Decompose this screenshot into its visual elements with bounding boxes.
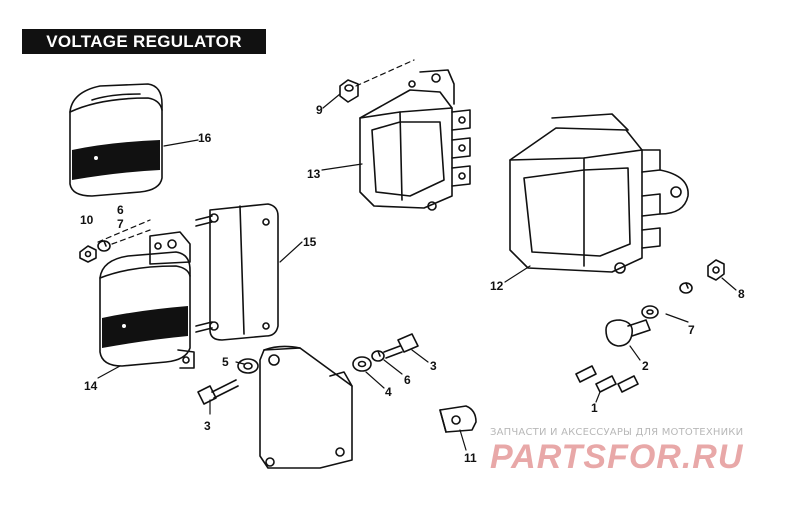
part-6-lockwasher-center [371, 350, 385, 362]
part-10-nut [79, 245, 97, 263]
callout-5: 5 [222, 355, 229, 369]
part-6-washer-right [641, 305, 659, 319]
part-9-nut [339, 79, 359, 103]
part-5-washer [237, 358, 259, 374]
leader-lines [97, 93, 737, 451]
part-8-nut [707, 259, 725, 281]
part-4-washer [352, 356, 372, 372]
callout-3-center: 3 [430, 359, 437, 373]
callout-1: 1 [591, 401, 598, 415]
part-3-bolt-center [383, 333, 419, 359]
callout-6-center: 6 [404, 373, 411, 387]
callout-6-left: 6 [117, 203, 124, 217]
watermark-tagline: ЗАПЧАСТИ И АКСЕССУАРЫ ДЛЯ МОТОТЕХНИКИ [490, 427, 744, 438]
part-14-regulator [99, 231, 195, 369]
part-7-lockwasher-left [97, 240, 111, 252]
callout-15: 15 [303, 235, 317, 249]
part-15-bracket [195, 203, 279, 341]
callout-12: 12 [490, 279, 504, 293]
callout-14: 14 [84, 379, 98, 393]
callout-9: 9 [316, 103, 323, 117]
part-2-bolt-with-cap [605, 319, 651, 347]
part-7-lockwasher-right [679, 282, 693, 294]
watermark-logo: PARTSFOR.RU [490, 438, 744, 476]
part-16-cover [69, 83, 163, 197]
diagram-title: VOLTAGE REGULATOR [22, 29, 266, 54]
callout-labels: 16 15 14 13 12 11 10 9 8 7 7 6 6 5 4 3 3… [80, 103, 745, 465]
callout-11: 11 [464, 451, 477, 465]
callout-2: 2 [642, 359, 649, 373]
callout-13: 13 [307, 167, 321, 181]
part-3-bolt-left [197, 379, 239, 405]
callout-8: 8 [738, 287, 745, 301]
bottom-bracket-plate [259, 345, 353, 469]
callout-4: 4 [385, 385, 392, 399]
callout-7-left: 7 [117, 217, 124, 231]
assembly-lines [97, 59, 415, 245]
callout-3-left: 3 [204, 419, 211, 433]
callout-16: 16 [198, 131, 212, 145]
part-1-screws [575, 365, 639, 393]
callout-10: 10 [80, 213, 94, 227]
callout-7-right: 7 [688, 323, 695, 337]
watermark-logo-text: PARTSFOR.RU [490, 438, 744, 476]
part-13-regulator [359, 69, 471, 211]
part-12-regulator [509, 113, 689, 274]
part-11-clip [439, 405, 477, 433]
